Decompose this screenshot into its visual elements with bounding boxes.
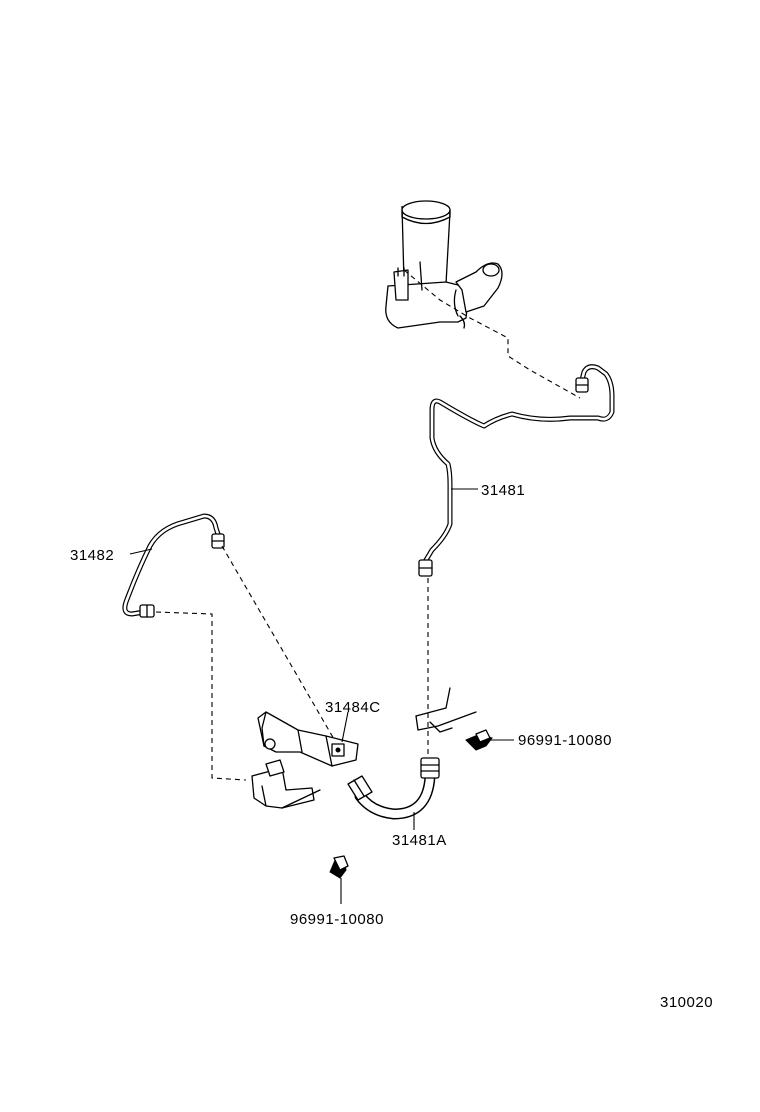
clutch-master-cylinder <box>385 200 503 329</box>
label-clip-bottom: 96991-10080 <box>290 911 384 928</box>
clip-bottom <box>329 855 349 879</box>
label-31481: 31481 <box>481 482 525 499</box>
label-31484c: 31484C <box>325 699 381 716</box>
flexible-hose-31481a <box>347 757 440 820</box>
pipe-31482 <box>122 513 225 618</box>
label-clip-right: 96991-10080 <box>518 732 612 749</box>
leader-31484c <box>341 711 349 743</box>
clip-right <box>465 729 493 751</box>
hose-bracket <box>415 687 477 733</box>
leader-31482 <box>129 548 153 555</box>
pipe-31481 <box>418 364 615 577</box>
diagram-id: 310020 <box>660 994 713 1011</box>
bracket-31484c <box>257 711 359 767</box>
release-cylinder-fitting <box>251 759 321 809</box>
label-31481a: 31481A <box>392 832 447 849</box>
label-31482: 31482 <box>70 547 114 564</box>
